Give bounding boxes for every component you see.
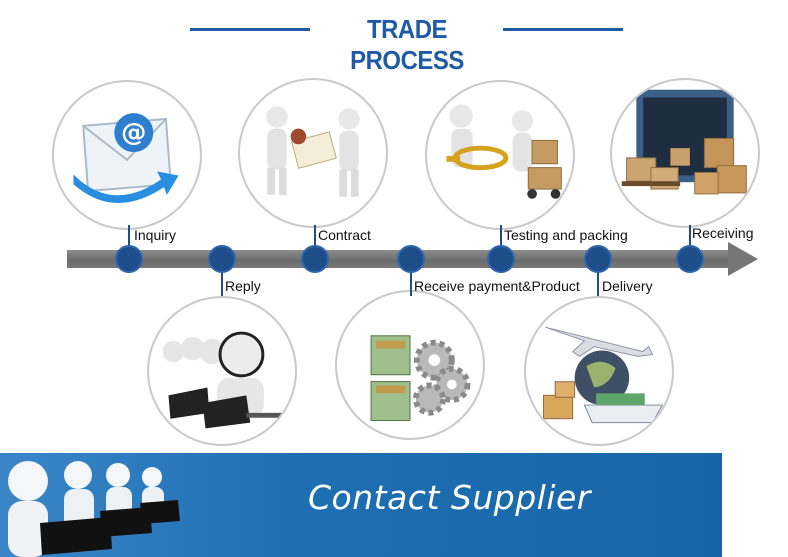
step-dot-contract <box>301 245 329 273</box>
step-dot-delivery <box>584 245 612 273</box>
title-rule-right <box>503 28 623 31</box>
step-dot-reply <box>208 245 236 273</box>
tick-payment <box>410 270 412 296</box>
step-label-inquiry: Inquiry <box>134 227 177 243</box>
contact-supplier-banner[interactable] <box>0 453 722 557</box>
step-label-delivery: Delivery <box>602 278 653 294</box>
receiving-illustration <box>610 78 760 228</box>
step-dot-payment <box>397 245 425 273</box>
inquiry-illustration: @ <box>52 80 202 230</box>
title-rule-left <box>190 28 310 31</box>
tick-testing <box>500 225 502 247</box>
tick-delivery <box>597 270 599 296</box>
payment-illustration <box>335 290 485 440</box>
reply-illustration <box>147 296 297 446</box>
email-at-icon: @ <box>73 113 179 203</box>
tick-inquiry <box>128 225 130 247</box>
tick-receiving <box>689 225 691 247</box>
step-label-testing: Testing and packing <box>504 227 628 243</box>
page-title: TRADE PROCESS <box>350 14 464 75</box>
testing-illustration <box>425 80 575 230</box>
step-label-reply: Reply <box>225 278 261 294</box>
headset-operators-icon <box>8 461 180 557</box>
svg-text:@: @ <box>121 117 146 146</box>
magnifier-inspection-icon <box>446 104 562 199</box>
tick-reply <box>221 270 223 296</box>
contact-supplier-label[interactable]: Contact Supplier <box>308 478 591 517</box>
contract-illustration <box>238 78 388 228</box>
money-gears-icon <box>370 335 471 421</box>
container-boxes-icon <box>621 89 747 195</box>
plane-ship-globe-icon <box>543 326 664 424</box>
step-label-contract: Contract <box>318 227 371 243</box>
tick-contract <box>314 225 316 247</box>
step-dot-testing <box>487 245 515 273</box>
call-center-icon <box>162 331 286 429</box>
step-dot-receiving <box>676 245 704 273</box>
step-label-payment: Receive payment&Product <box>414 278 580 294</box>
step-dot-inquiry <box>115 245 143 273</box>
timeline-arrow-head <box>728 242 758 276</box>
delivery-illustration <box>524 296 674 446</box>
step-label-receiving: Receiving <box>692 225 754 241</box>
contract-handshake-icon <box>266 106 360 197</box>
